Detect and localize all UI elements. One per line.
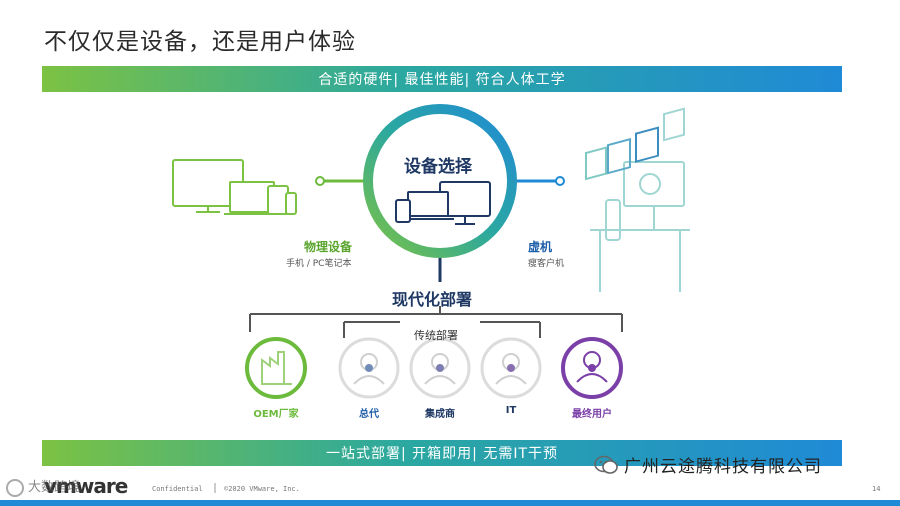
right-connector <box>516 176 565 186</box>
company-mark: 广州云途腾科技有限公司 <box>594 452 822 477</box>
node-label-integrator: 集成商 <box>425 409 455 420</box>
virtual-machine-title: 虚机 <box>528 240 553 254</box>
top-feature-text: 合适的硬件| 最佳性能| 符合人体工学 <box>318 72 566 88</box>
watermark-text: 大数跨境 <box>28 480 81 495</box>
company-name: 广州云途腾科技有限公司 <box>624 457 822 477</box>
physical-devices-title: 物理设备 <box>304 240 353 254</box>
bottom-feature-band: 一站式部署| 开箱即用| 无需IT干预 <box>42 440 842 466</box>
node-label-oem: OEM厂家 <box>253 409 299 420</box>
bottom-feature-text: 一站式部署| 开箱即用| 无需IT干预 <box>325 446 558 462</box>
node-integrator <box>409 337 471 399</box>
node-end-user <box>561 337 623 399</box>
top-feature-band: 合适的硬件| 最佳性能| 符合人体工学 <box>42 66 842 92</box>
page-number: 14 <box>872 485 881 493</box>
left-connector <box>315 176 364 186</box>
traditional-deployment-bracket <box>343 321 541 338</box>
footer-copyright: ©2020 VMware, Inc. <box>224 485 300 493</box>
footer-confidential: Confidential <box>152 485 203 493</box>
node-label-general-agent: 总代 <box>359 409 379 420</box>
traditional-deployment-label: 传统部署 <box>414 329 458 342</box>
slide-title: 不仅仅是设备，还是用户体验 <box>44 29 356 55</box>
watermark-left: 大数跨境 <box>6 476 80 497</box>
node-label-end-user: 最终用户 <box>572 409 612 420</box>
vmware-logo: vmware <box>44 474 128 498</box>
watermark-logo-icon <box>6 478 24 497</box>
virtual-machine-subtitle: 瘦客户机 <box>528 259 565 269</box>
footer-strip <box>0 500 900 506</box>
device-selection-ring <box>363 104 517 258</box>
node-general-agent <box>338 337 400 399</box>
devices-icon <box>172 159 297 215</box>
virtual-desktop-icon <box>590 161 690 292</box>
modern-deployment-title: 现代化部署 <box>392 290 473 309</box>
node-oem <box>245 337 307 399</box>
device-selection-label: 设备选择 <box>404 157 472 177</box>
modern-deployment-bracket <box>249 306 623 332</box>
node-label-it: IT <box>505 405 517 416</box>
node-it <box>480 337 542 399</box>
physical-devices-subtitle: 手机 / PC笔记本 <box>286 259 352 269</box>
devices-in-ring-icon <box>395 181 491 225</box>
factory-icon <box>261 351 292 385</box>
floating-screens-icon <box>585 107 685 181</box>
wechat-icon <box>594 455 618 474</box>
